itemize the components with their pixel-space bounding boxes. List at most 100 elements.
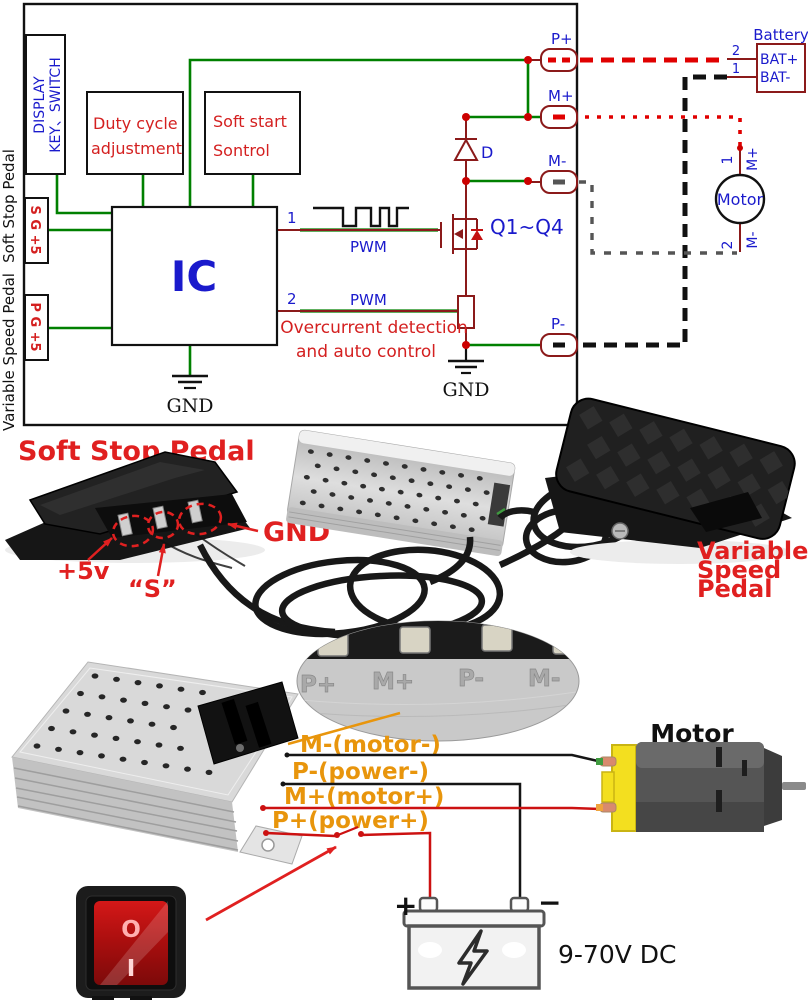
variable-pedal-label-line3: Pedal (697, 575, 772, 603)
wire-label-m-minus: M-(motor-) (300, 732, 441, 758)
wire-label-m-plus: M+(motor+) (284, 784, 444, 810)
motor-symbol-label: Motor (717, 190, 764, 209)
battery-plus-sign: + (394, 889, 417, 922)
pin1-label: 1 (287, 209, 297, 227)
gnd-symbol-ic (172, 374, 208, 390)
rocker-switch-photo: O I (76, 886, 186, 1000)
flyback-diode (453, 137, 479, 161)
duty-cycle-box (86, 91, 184, 175)
overcurrent-line1: Overcurrent detection (280, 318, 468, 338)
display-key-switch-box (25, 34, 66, 175)
connector-pplus-label: P+ (551, 30, 573, 48)
battery-pin2: 2 (732, 44, 740, 59)
battery-photo (402, 896, 546, 990)
mosfet-symbol (440, 214, 483, 254)
s-annotation: “S” (128, 575, 177, 603)
pwm-label-2: PWM (350, 291, 387, 309)
connector-mminus-label: M- (548, 152, 566, 170)
switch-blade (337, 825, 359, 837)
inset-leader-line (287, 711, 401, 746)
gnd-label-ic: GND (166, 395, 213, 417)
inset-terminal-pplus: P+ (300, 672, 336, 698)
controller-photo-bottom (11, 661, 303, 865)
motor-pin2-name: M- (745, 231, 761, 248)
mplus-to-motor-wire (561, 115, 742, 147)
plus5-annotation: +5v (57, 557, 110, 585)
battery-symbol (756, 43, 806, 93)
variable-pedal-label-line1: Variable (697, 537, 808, 565)
sg5-label: S G +5 (27, 205, 42, 254)
soft-stop-pedal-photo (5, 451, 265, 569)
wire-p-plus-b (360, 831, 432, 897)
pedal-cables (197, 477, 646, 640)
pg5-label: P G +5 (27, 302, 42, 351)
gnd-arrow (227, 522, 259, 533)
battery-title: Battery (753, 26, 808, 44)
battery-bat-plus: BAT+ (760, 52, 798, 68)
wire-p-plus-a (265, 831, 336, 838)
pg5-input-box (24, 294, 49, 361)
inset-terminal-mplus: M+ (372, 669, 414, 695)
left-label-soft-stop-pedal: Soft Stop Pedal (0, 149, 18, 263)
inset-terminal-pminus: P- (458, 666, 484, 692)
switch-off-symbol: O (121, 917, 141, 943)
motor-pin1: 1 (720, 156, 736, 165)
bottom-wiring (205, 752, 603, 922)
display-label-line1: DISPLAY (32, 76, 48, 134)
plus5-arrow (87, 537, 113, 561)
pwm-label-1: PWM (350, 238, 387, 256)
batminus-to-pminus-wire (579, 74, 727, 348)
left-label-variable-speed-pedal: Variable Speed Pedal (0, 273, 18, 431)
motor-photo (596, 742, 806, 832)
battery-bat-minus: BAT- (760, 70, 790, 86)
pwm-waveform (313, 206, 409, 228)
display-label-line2: KEY、SWITCH (48, 57, 64, 152)
wire-label-p-minus: P-(power-) (292, 759, 429, 785)
connector-mplus (540, 105, 578, 129)
overcurrent-line2: and auto control (296, 342, 436, 362)
soft-start-box (204, 91, 301, 175)
wire-p-minus (283, 782, 522, 897)
motor-pin1-name: M+ (745, 147, 761, 171)
cable-wire-tip (496, 507, 506, 516)
ic-box (110, 205, 279, 347)
inset-terminal-mminus: M- (528, 666, 560, 692)
connector-pminus-label: P- (551, 315, 565, 333)
soft-start-line1: Soft start (213, 112, 287, 131)
pin2-label: 2 (287, 290, 297, 308)
sense-resistor (457, 295, 475, 329)
gnd-label-power: GND (442, 379, 489, 401)
switch-pointer-arrow (205, 845, 337, 922)
motor-photo-label: Motor (650, 719, 734, 748)
variable-speed-pedal-photo (545, 397, 796, 564)
sg5-input-box (24, 197, 49, 264)
pedal-terminal-callouts (87, 502, 259, 577)
duty-cycle-line2: adjustment (91, 139, 182, 158)
bottom-section: P+ M+ P- M- M-(motor-) (11, 620, 806, 1000)
mminus-to-motor-wire (579, 180, 737, 255)
motor-pin2: 2 (720, 241, 736, 250)
connector-pminus (540, 333, 578, 357)
wire-m-minus (287, 753, 603, 764)
battery-voltage-label: 9-70V DC (558, 940, 677, 969)
gnd-symbol-power (448, 345, 484, 375)
switch-on-symbol: I (127, 956, 136, 982)
duty-cycle-line1: Duty cycle (93, 114, 178, 133)
diode-label: D (481, 143, 493, 162)
battery-minus-sign: − (538, 886, 561, 919)
photo-section-middle: Soft Stop Pedal GND +5v (5, 397, 808, 640)
connector-mminus (540, 170, 578, 194)
battery-pin1: 1 (732, 62, 740, 77)
ic-label: IC (171, 252, 217, 301)
variable-pedal-label-line2: Speed (697, 556, 781, 584)
connector-pplus (540, 48, 578, 72)
connector-mplus-label: M+ (548, 87, 574, 105)
schematic: DISPLAY KEY、SWITCH Duty cycle adjustment… (0, 2, 808, 431)
motor-symbol (714, 173, 766, 225)
mosfet-label: Q1~Q4 (490, 215, 564, 239)
junction-dots (462, 56, 743, 349)
schematic-component-leads (277, 58, 757, 345)
s-arrow (156, 543, 166, 577)
wire-m-plus (263, 806, 601, 811)
